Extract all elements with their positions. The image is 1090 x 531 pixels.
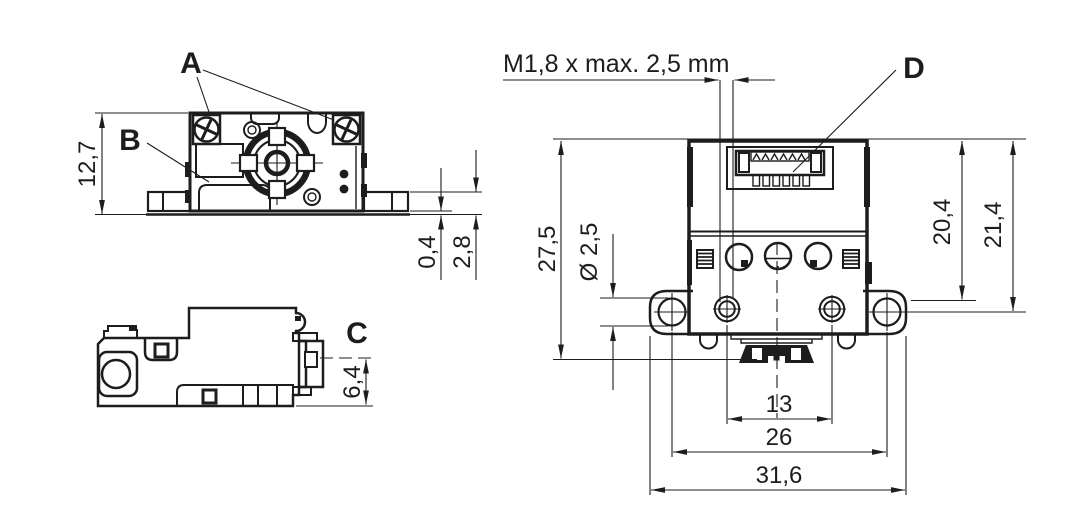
screw-left xyxy=(191,113,222,146)
pilot-hole xyxy=(303,188,321,206)
adjustment-ports xyxy=(724,241,833,272)
label-d: D xyxy=(903,52,925,85)
dimension-screw-spacing: 13 xyxy=(726,325,833,424)
leader-a1 xyxy=(196,76,210,113)
rear-view: M1,8 x max. 2,5 mm D 27,5 Ø 2,5 20,4 xyxy=(503,50,1026,495)
dimension-overall-width: 31,6 xyxy=(649,336,907,495)
leader-a2 xyxy=(202,69,335,121)
pilot-hole xyxy=(243,121,261,139)
rear-body xyxy=(687,139,872,336)
front-view: A B 12,7 0,4 2,8 xyxy=(74,47,482,280)
side-view: 6,4 C xyxy=(96,306,373,408)
dimension-upper-height: 20,4 xyxy=(911,141,976,302)
dim-mount-hole-dia: Ø 2,5 xyxy=(576,223,603,282)
front-body xyxy=(185,111,367,213)
mount-ear-right xyxy=(863,289,1026,336)
index-dot xyxy=(339,184,349,194)
side-lug-top xyxy=(143,338,179,362)
connector-teeth xyxy=(752,174,811,187)
screw-right xyxy=(331,113,362,146)
dim-side-height: 6,4 xyxy=(339,365,366,398)
screw-hole-right xyxy=(818,295,846,323)
top-notch-right xyxy=(307,114,327,134)
vent-left xyxy=(696,249,714,269)
vent-right xyxy=(842,249,860,269)
thread-note: M1,8 x max. 2,5 mm xyxy=(503,50,775,302)
dim-overall-width: 31,6 xyxy=(756,462,803,489)
lens-barrel xyxy=(231,121,323,205)
label-c: C xyxy=(346,317,368,350)
dimension-flange-center-height: 21,4 xyxy=(980,141,1016,311)
dimension-mount-hole-dia: Ø 2,5 xyxy=(576,223,668,390)
leader-b xyxy=(146,142,210,183)
label-a: A xyxy=(180,47,202,80)
side-connector xyxy=(292,316,325,396)
side-lug-bottom xyxy=(176,384,294,407)
dim-front-height: 12,7 xyxy=(74,141,101,188)
connector-pins xyxy=(752,152,806,161)
dimension-front-height: 12,7 xyxy=(74,112,188,214)
dim-flange-lip: 0,4 xyxy=(414,235,441,268)
rear-connector xyxy=(726,146,834,190)
index-dot xyxy=(339,169,349,179)
thread-spec-text: M1,8 x max. 2,5 mm xyxy=(503,50,729,78)
top-notch-left xyxy=(250,114,280,125)
dim-upper-height: 20,4 xyxy=(929,199,956,246)
screw-hole-left xyxy=(713,295,741,323)
label-b: B xyxy=(119,124,141,157)
dimension-flange-height: 2,8 xyxy=(449,150,479,280)
mount-flange-left xyxy=(146,190,192,213)
mount-ear-left xyxy=(648,289,693,336)
dim-flange-height: 2,8 xyxy=(449,235,476,268)
mount-flange-right xyxy=(362,190,410,213)
leader-d xyxy=(792,69,897,173)
dimension-flange-lip: 0,4 xyxy=(410,168,482,280)
dim-mount-spacing: 26 xyxy=(766,424,793,451)
dim-overall-height: 27,5 xyxy=(534,226,561,273)
dimension-mount-spacing: 26 xyxy=(671,332,888,457)
dim-flange-center-height: 21,4 xyxy=(980,202,1007,249)
dimension-rear-overall-height: 27,5 xyxy=(534,141,757,361)
dim-screw-spacing: 13 xyxy=(766,391,793,418)
side-lens xyxy=(97,350,139,398)
dimension-side-connector-height: 6,4 xyxy=(339,359,369,405)
housing-block xyxy=(195,143,244,178)
